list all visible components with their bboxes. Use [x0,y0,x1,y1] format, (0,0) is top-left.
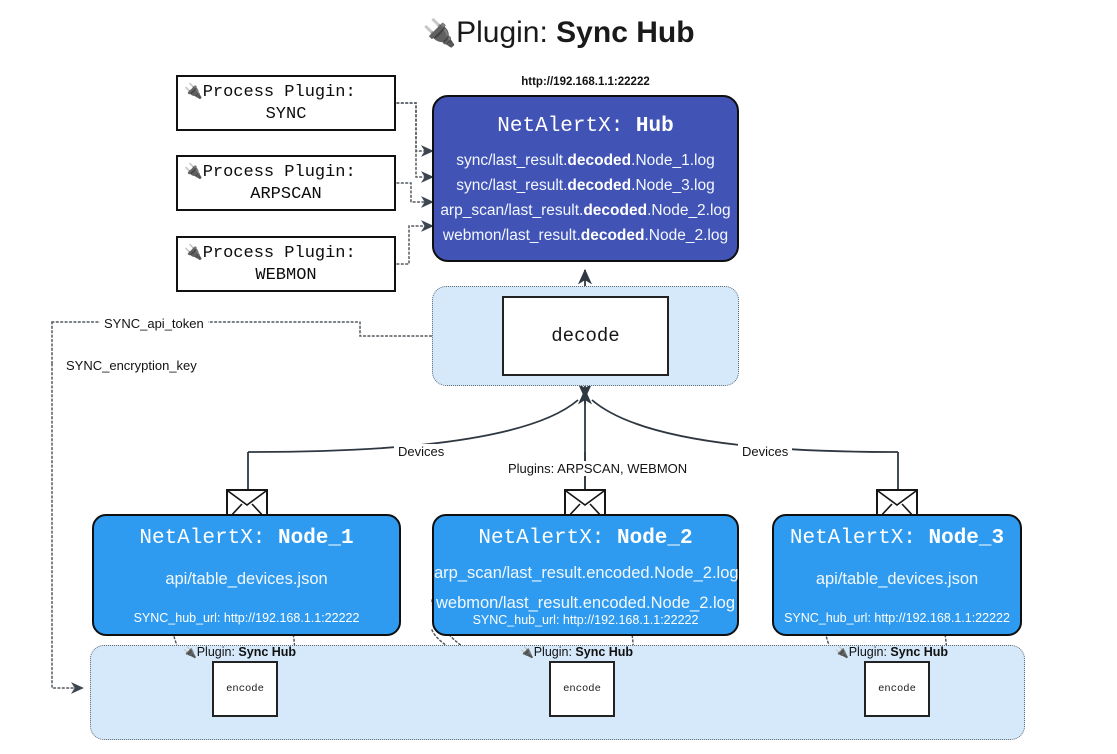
plug-icon: 🔌 [422,18,457,48]
node-hub-url: SYNC_hub_url: http://192.168.1.1:22222 [472,613,699,627]
plug-icon: 🔌 [184,84,203,101]
process-plugin-box-webmon[interactable]: 🔌Process Plugin: WEBMON [176,236,396,292]
process-plugin-name: ARPSCAN [250,184,322,204]
page-title: 🔌Plugin: Sync Hub [0,16,1117,50]
plugin-label-sync-hub: 🔌Plugin: Sync Hub [520,645,634,659]
edge-label-plugins-center: Plugins: ARPSCAN, WEBMON [504,461,692,476]
page-title-name: Sync Hub [556,16,695,49]
edge-label-devices-left: Devices [394,444,449,459]
plug-icon: 🔌 [184,164,203,181]
node-box-node-1[interactable]: NetAlertX: Node_1 api/table_devices.json… [92,514,401,636]
process-plugin-box-arpscan[interactable]: 🔌Process Plugin: ARPSCAN [176,155,396,211]
hub-log-line: arp_scan/last_result.decoded.Node_2.log [440,202,731,219]
node-title: NetAlertX: Node_2 [478,527,693,550]
decode-box[interactable]: decode [502,296,669,376]
hub-log-line: sync/last_result.decoded.Node_1.log [456,152,715,169]
hub-log-list: sync/last_result.decoded.Node_1.log sync… [434,148,737,248]
plugin-label-sync-hub: 🔌Plugin: Sync Hub [183,645,297,659]
process-plugin-name: SYNC [265,104,307,124]
node-hub-url: SYNC_hub_url: http://192.168.1.1:22222 [784,611,1010,625]
plug-icon: 🔌 [184,245,203,262]
process-plugin-name: WEBMON [255,265,317,285]
hub-title: NetAlertX: Hub [497,115,674,138]
process-plugin-label: 🔌Process Plugin: [184,163,356,182]
node-hub-url: SYNC_hub_url: http://192.168.1.1:22222 [133,611,360,625]
hub-log-line: sync/last_result.decoded.Node_3.log [456,177,715,194]
node-title: NetAlertX: Node_1 [139,527,354,550]
edge-label-devices-right: Devices [738,444,793,459]
page-title-prefix: Plugin: [456,16,557,49]
hub-log-line: webmon/last_result.decoded.Node_2.log [442,227,729,244]
encode-box[interactable]: encode [549,661,615,717]
plug-icon: 🔌 [835,647,849,659]
node-box-node-3[interactable]: NetAlertX: Node_3 api/table_devices.json… [772,514,1022,636]
node-box-node-2[interactable]: NetAlertX: Node_2 arp_scan/last_result.e… [432,514,739,636]
process-plugin-box-sync[interactable]: 🔌Process Plugin: SYNC [176,75,396,131]
process-plugin-label: 🔌Process Plugin: [184,244,356,263]
plug-icon: 🔌 [183,647,197,659]
edge-label-encryption-key: SYNC_encryption_key [62,358,201,373]
hub-url-label: http://192.168.1.1:22222 [521,76,650,88]
node-resource-line: webmon/last_result.encoded.Node_2.log [435,594,736,612]
node-resource-line: arp_scan/last_result.encoded.Node_2.log [434,564,739,582]
hub-node-box[interactable]: NetAlertX: Hub sync/last_result.decoded.… [432,95,739,262]
process-plugin-label: 🔌Process Plugin: [184,83,356,102]
edge-label-api-token: SYNC_api_token [100,316,208,331]
encode-box[interactable]: encode [864,661,930,717]
encode-box[interactable]: encode [212,661,278,717]
node-title: NetAlertX: Node_3 [789,527,1005,550]
plugin-label-sync-hub: 🔌Plugin: Sync Hub [835,645,949,659]
plug-icon: 🔌 [520,647,534,659]
node-resource-line: api/table_devices.json [165,570,328,588]
node-resource-line: api/table_devices.json [815,570,979,588]
